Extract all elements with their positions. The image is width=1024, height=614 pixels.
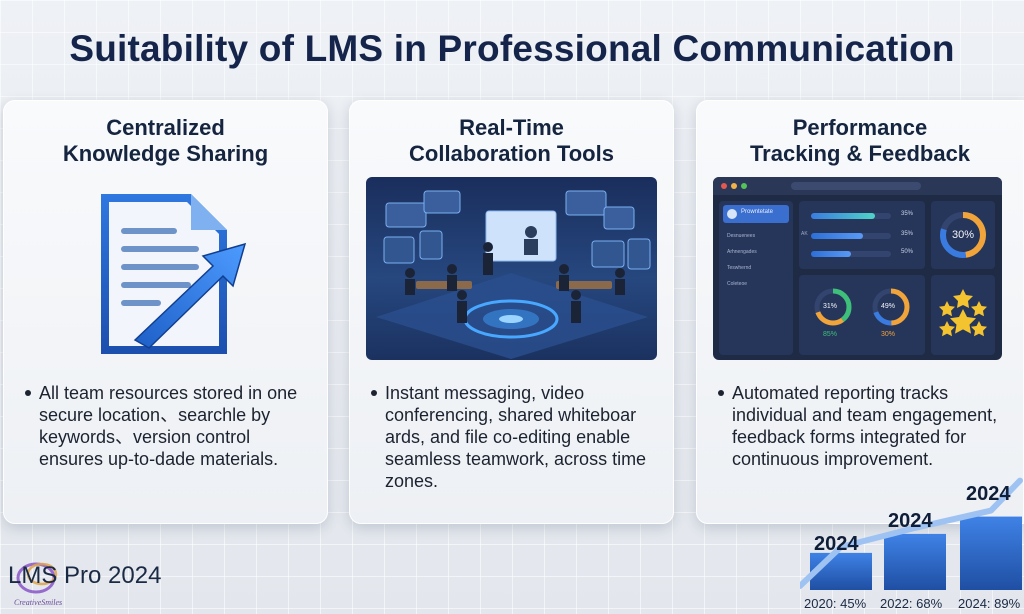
growth-value-label: 2020: 45% bbox=[804, 596, 867, 611]
dashboard-sidebar: Prowntetate Desnuenees Arhnengades Teswh… bbox=[719, 201, 793, 355]
star-cluster-icon bbox=[939, 289, 987, 337]
growth-value-label: 2022: 68% bbox=[880, 596, 943, 611]
card-heading: Real-Time Collaboration Tools bbox=[409, 115, 614, 166]
bullet-dot bbox=[718, 390, 724, 396]
secondary-gauges-panel: 31% 49% 85% 30% bbox=[799, 275, 925, 355]
sidebar-item: Coleteoe bbox=[727, 281, 748, 287]
progress-label: AK bbox=[801, 231, 808, 237]
card-heading: Performance Tracking & Feedback bbox=[749, 115, 971, 166]
progress-value: 50% bbox=[901, 249, 914, 255]
creativesmiles-logo bbox=[16, 562, 58, 594]
progress-fill bbox=[811, 233, 863, 239]
growth-bar bbox=[960, 516, 1022, 590]
product-brand: LMS Pro 2024 bbox=[8, 562, 162, 589]
growth-bar bbox=[884, 533, 946, 590]
bullet-item: Instant messaging, video conferencing, s… bbox=[371, 382, 658, 492]
year-label: 2024 bbox=[814, 533, 859, 555]
gauge-value: 30% bbox=[951, 229, 975, 241]
analytics-dashboard-illustration: Prowntetate Desnuenees Arhnengades Teswh… bbox=[713, 177, 1002, 360]
gauge-ring-icon bbox=[940, 212, 986, 258]
close-dot-icon bbox=[721, 183, 727, 189]
profile-item: Prowntetate bbox=[723, 205, 789, 223]
progress-value: 35% bbox=[901, 231, 914, 237]
maximize-dot-icon bbox=[741, 183, 747, 189]
avatar bbox=[727, 209, 737, 219]
sidebar-item: Teswhernd bbox=[727, 265, 752, 271]
main-gauge-panel: 30% bbox=[931, 201, 995, 269]
growth-value-label: 2024: 89% bbox=[958, 596, 1021, 611]
virtual-meeting-illustration bbox=[366, 177, 657, 360]
progress-fill bbox=[811, 213, 875, 219]
progress-value: 35% bbox=[901, 211, 914, 217]
progress-fill bbox=[811, 251, 851, 257]
bullet-item: All team resources stored in one secure … bbox=[25, 382, 312, 470]
document-growth-icon bbox=[101, 194, 247, 354]
gauge-pair-icon bbox=[814, 288, 910, 326]
progress-track bbox=[811, 233, 891, 239]
growth-trend-line bbox=[800, 477, 1023, 589]
profile-name: Prowntetate bbox=[741, 209, 774, 215]
progress-track bbox=[811, 213, 891, 219]
bullet-dot bbox=[25, 390, 31, 396]
card-performance-tracking: Performance Tracking & Feedback Prowntet… bbox=[696, 100, 1024, 524]
bullet-dot bbox=[371, 390, 377, 396]
gauge-value: 49% bbox=[881, 303, 896, 310]
gauge-caption: 30% bbox=[881, 331, 896, 338]
page-title: Suitability of LMS in Professional Commu… bbox=[69, 28, 955, 69]
minimize-dot-icon bbox=[731, 183, 737, 189]
gauge-value: 31% bbox=[823, 303, 838, 310]
rating-panel bbox=[931, 275, 995, 355]
window-titlebar bbox=[713, 177, 1002, 195]
logo-text: CreativeSmiles bbox=[14, 598, 63, 607]
growth-chart bbox=[800, 477, 1023, 590]
progress-track bbox=[811, 251, 891, 257]
year-label: 2024 bbox=[888, 510, 933, 532]
year-label: 2024 bbox=[966, 483, 1011, 505]
growth-bar bbox=[810, 552, 872, 590]
sidebar-item: Desnuenees bbox=[727, 233, 756, 239]
meeting-scene bbox=[376, 190, 651, 359]
gauge-caption: 85% bbox=[823, 331, 838, 338]
bullet-item: Automated reporting tracks individual an… bbox=[718, 382, 1008, 470]
card-collaboration-tools: Real-Time Collaboration Tools bbox=[349, 100, 674, 524]
sidebar-item: Arhnengades bbox=[727, 249, 757, 255]
progress-bars-panel: 35% AK 35% 50% bbox=[799, 201, 925, 269]
card-heading: Centralized Knowledge Sharing bbox=[62, 115, 269, 166]
address-bar bbox=[791, 182, 921, 190]
card-knowledge-sharing: Centralized Knowledge Sharing All team r… bbox=[3, 100, 328, 524]
